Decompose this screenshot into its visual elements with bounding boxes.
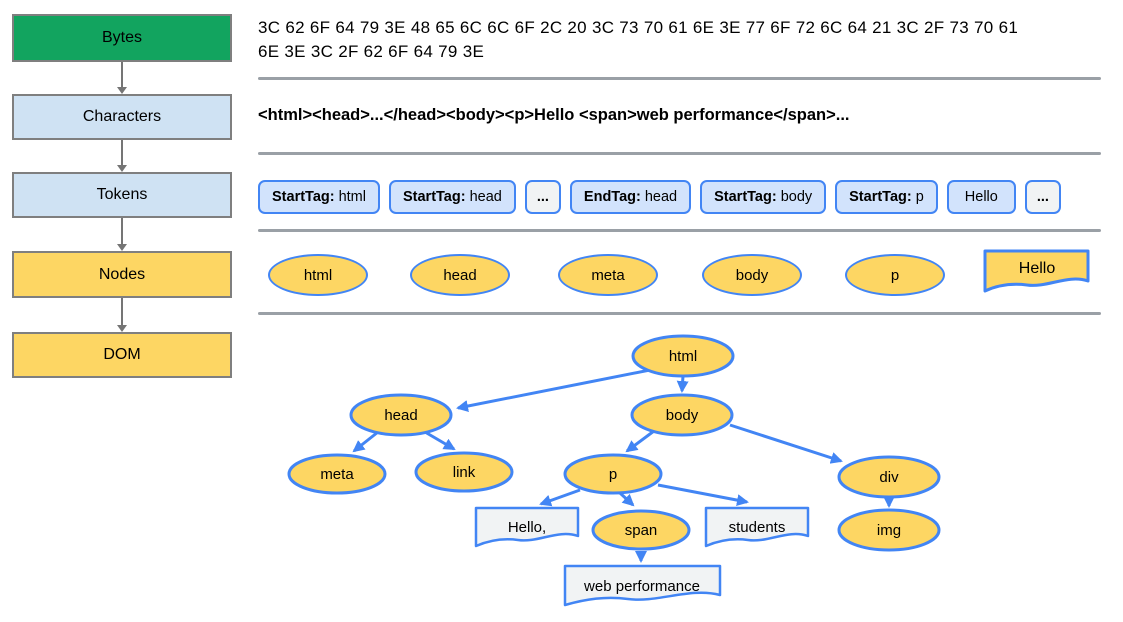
dom-label-link: link bbox=[453, 464, 476, 481]
token-value: p bbox=[915, 189, 924, 205]
edge-head-link bbox=[424, 430, 456, 451]
dom-node-p bbox=[563, 453, 663, 495]
tokens-row: StartTag:html StartTag:head ... EndTag:h… bbox=[258, 180, 1061, 214]
token-value: head bbox=[469, 189, 502, 205]
dom-label-text-hello: Hello, bbox=[508, 519, 546, 536]
node-head: head bbox=[410, 254, 510, 296]
dom-textnode-hello bbox=[474, 506, 580, 548]
node-p: p bbox=[845, 254, 945, 296]
stage-dom: DOM bbox=[12, 332, 232, 378]
dom-tree: html head body meta link p div span img … bbox=[287, 334, 941, 607]
down-arrow-icon bbox=[117, 62, 127, 94]
token-starttag-html: StartTag:html bbox=[258, 180, 380, 214]
token-value: head bbox=[644, 189, 678, 205]
dom-node-html bbox=[631, 334, 735, 378]
dom-node-link bbox=[414, 451, 514, 493]
dom-node-meta bbox=[287, 453, 387, 495]
dom-label-img: img bbox=[877, 522, 901, 539]
token-value: ... bbox=[536, 189, 549, 205]
node-body: body bbox=[702, 254, 802, 296]
stage-characters: Characters bbox=[12, 94, 232, 140]
stage-tokens: Tokens bbox=[12, 172, 232, 218]
edge-body-p bbox=[625, 429, 655, 453]
edge-html-head bbox=[456, 368, 651, 412]
row-divider bbox=[258, 77, 1101, 80]
token-ellipsis: ... bbox=[1024, 180, 1061, 214]
token-ellipsis: ... bbox=[524, 180, 561, 214]
edge-html-body bbox=[676, 375, 689, 393]
token-value: body bbox=[780, 189, 813, 205]
down-arrow-icon bbox=[117, 218, 127, 251]
node-text-hello: Hello bbox=[983, 249, 1090, 293]
dom-textnode-students bbox=[704, 506, 810, 548]
dom-textnode-webperf bbox=[563, 564, 722, 607]
token-type-label: StartTag: bbox=[714, 189, 777, 205]
dom-label-meta: meta bbox=[320, 466, 354, 483]
row-divider bbox=[258, 152, 1101, 155]
stage-bytes: Bytes bbox=[12, 14, 232, 62]
dom-label-div: div bbox=[879, 469, 899, 486]
token-type-label: StartTag: bbox=[272, 189, 335, 205]
dom-node-head bbox=[349, 393, 453, 437]
down-arrow-icon bbox=[117, 298, 127, 332]
token-starttag-head: StartTag:head bbox=[388, 180, 516, 214]
token-value: ... bbox=[1036, 189, 1049, 205]
dom-label-text-students: students bbox=[729, 519, 786, 536]
token-type-label: StartTag: bbox=[402, 189, 466, 205]
token-type-label: EndTag: bbox=[583, 189, 641, 205]
dom-label-head: head bbox=[384, 407, 417, 424]
dom-label-span: span bbox=[625, 522, 658, 539]
document-shape bbox=[983, 249, 1090, 293]
down-arrow-icon bbox=[117, 140, 127, 172]
characters-markup-text: <html><head>...</head><body><p>Hello <sp… bbox=[258, 106, 850, 124]
dom-label-text-webperf: web performance bbox=[583, 578, 700, 595]
dom-node-img bbox=[837, 508, 941, 552]
edge-p-hello bbox=[539, 488, 581, 507]
dom-node-div bbox=[837, 455, 941, 499]
dom-node-body bbox=[630, 393, 734, 437]
edge-p-students bbox=[657, 483, 749, 507]
dom-label-html: html bbox=[669, 348, 697, 365]
edge-head-meta bbox=[352, 430, 379, 453]
token-value: Hello bbox=[964, 189, 998, 205]
bytes-hex-text: 3C 62 6F 64 79 3E 48 65 6C 6C 6F 2C 20 3… bbox=[258, 18, 1019, 61]
token-type-label: StartTag: bbox=[849, 189, 912, 205]
dom-node-span bbox=[591, 509, 691, 551]
token-starttag-p: StartTag:p bbox=[835, 180, 938, 214]
row-divider bbox=[258, 312, 1101, 315]
dom-label-p: p bbox=[609, 466, 617, 483]
token-text-hello: Hello bbox=[946, 180, 1016, 214]
token-endtag-head: EndTag:head bbox=[569, 180, 692, 214]
node-html: html bbox=[268, 254, 368, 296]
node-text-label: Hello bbox=[1019, 260, 1056, 277]
node-meta: meta bbox=[558, 254, 658, 296]
stage-nodes: Nodes bbox=[12, 251, 232, 298]
dom-label-body: body bbox=[666, 407, 699, 424]
edge-body-div bbox=[729, 423, 843, 464]
token-starttag-body: StartTag:body bbox=[700, 180, 827, 214]
token-value: html bbox=[338, 189, 366, 205]
edge-p-span bbox=[618, 491, 635, 507]
row-divider bbox=[258, 229, 1101, 232]
